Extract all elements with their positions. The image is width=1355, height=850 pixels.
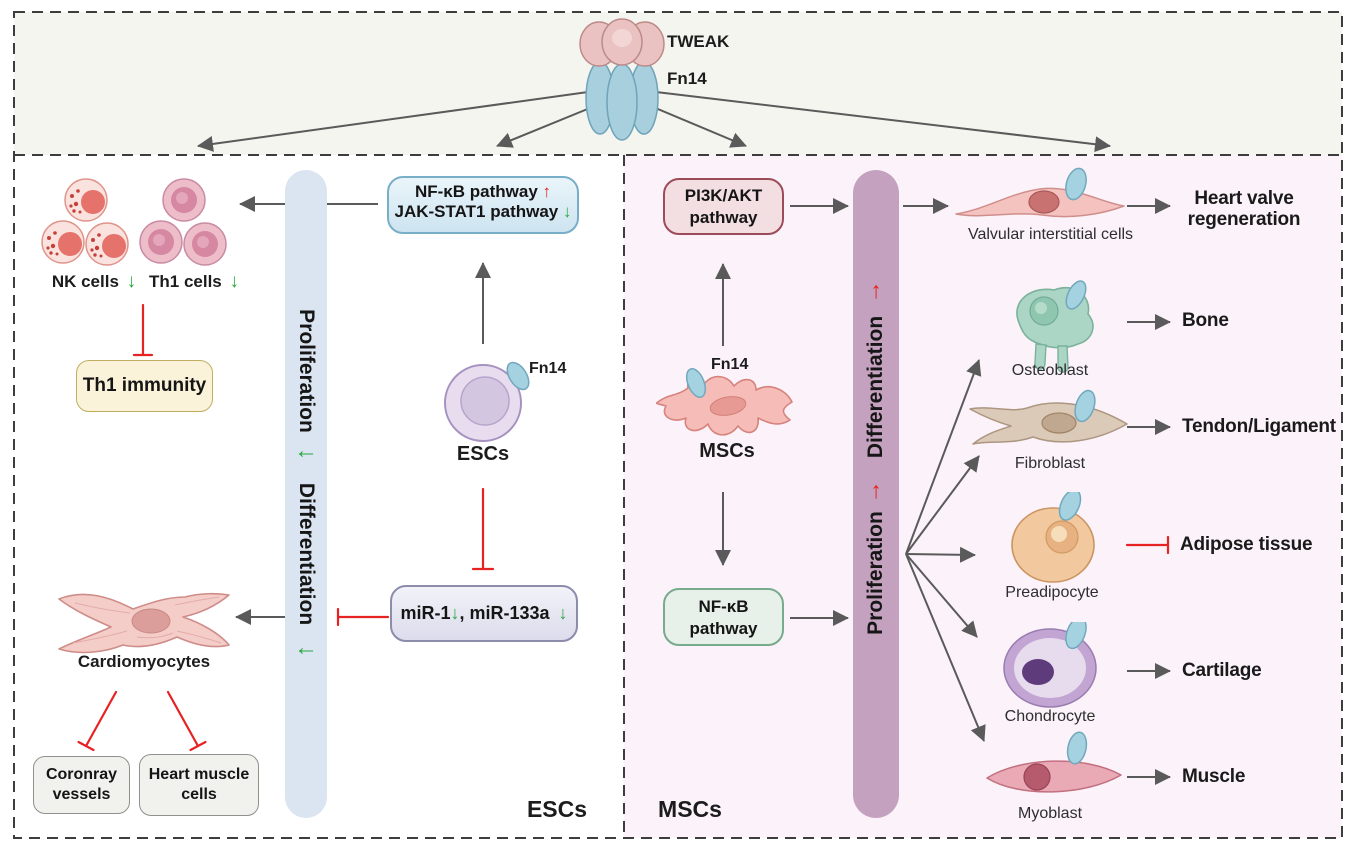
- coronary-vessels-box: Coronray vessels: [33, 756, 130, 814]
- fibroblast-label: Fibroblast: [1014, 455, 1086, 472]
- myoblast-icon: [986, 731, 1122, 793]
- heart-muscle-line1: Heart muscle: [148, 766, 250, 783]
- tweak-label: TWEAK: [667, 32, 730, 51]
- osteoblast-icon: [1016, 280, 1094, 373]
- bone-label: Bone: [1182, 310, 1229, 331]
- mir133a-down-arrow-icon: ↓: [558, 603, 568, 623]
- fibroblast-icon: [969, 389, 1128, 445]
- nk-cells-label: NK cells ↓: [36, 271, 152, 293]
- esc-bar-proliferation-down-arrow-icon: ←: [294, 437, 318, 464]
- cardiomyocytes-label: Cardiomyocytes: [77, 652, 211, 671]
- nfkb-jakstat1-pathway-box: NF-κB pathway ↑ JAK-STAT1 pathway ↓: [387, 176, 579, 234]
- msc-bar-differentiation-up-arrow-icon: ↑: [870, 277, 882, 303]
- heart-valve-regeneration-label: Heart valve regeneration: [1180, 188, 1308, 230]
- msc-cell-label: MSCs: [699, 440, 755, 462]
- mir-box: miR-1↓, miR-133a ↓: [390, 585, 578, 642]
- th1-cells-icon: [139, 178, 227, 266]
- esc-bar-differentiation-label: Differentiation: [295, 482, 318, 626]
- cardiomyocyte-icon: [58, 592, 230, 654]
- pi3k-akt-pathway-box: PI3K/AKT pathway: [663, 178, 784, 235]
- chondrocyte-label: Chondrocyte: [1004, 708, 1096, 725]
- valvular-interstitial-cells-label: Valvular interstitial cells: [967, 226, 1134, 243]
- heart-muscle-line2: cells: [181, 786, 217, 803]
- preadipocyte-label: Preadipocyte: [1005, 584, 1099, 601]
- msc-bar-differentiation-label: Differentiation: [864, 315, 887, 459]
- adipose-tissue-label: Adipose tissue: [1180, 534, 1313, 555]
- th1-immunity-box: Th1 immunity: [76, 360, 213, 412]
- cartilage-label: Cartilage: [1182, 660, 1262, 681]
- coronary-vessels-line1: Coronray: [45, 766, 118, 783]
- tendon-ligament-label: Tendon/Ligament: [1182, 416, 1336, 437]
- pi3k-line1: PI3K/AKT: [684, 186, 763, 205]
- th1-cells-label: Th1 cells ↓: [136, 271, 252, 293]
- jakstat1-pathway-text: JAK-STAT1 pathway: [394, 202, 559, 221]
- nfkb-up-arrow-icon: ↑: [542, 182, 552, 201]
- valvular-interstitial-cell-icon: [955, 167, 1125, 218]
- jakstat1-pathway-line: JAK-STAT1 pathway ↓: [389, 202, 577, 222]
- mir1-text: miR-1: [400, 603, 451, 623]
- nfkb-pathway-line: NF-κB pathway ↑: [389, 182, 577, 202]
- top-band-background: [14, 12, 1342, 155]
- heart-muscle-cells-box: Heart muscle cells: [139, 754, 259, 816]
- esc-bar-differentiation-down-arrow-icon: ←: [294, 634, 318, 661]
- nfkb-msc-line2: pathway: [689, 619, 758, 638]
- coronary-vessels-line2: vessels: [52, 786, 111, 803]
- chondrocyte-icon: [1003, 622, 1097, 708]
- fn14-receptor-label: Fn14: [667, 69, 707, 88]
- mir133a-text: , miR-133a: [459, 603, 550, 623]
- nk-cells-icon: [41, 178, 129, 266]
- esc-panel-label: ESCs: [526, 796, 588, 822]
- msc-cell-icon: [655, 368, 793, 436]
- th1-cells-text: Th1 cells: [149, 272, 222, 291]
- th1-down-arrow-icon: ↓: [229, 271, 240, 292]
- myoblast-label: Myoblast: [1017, 805, 1083, 822]
- nfkb-pathway-box: NF-κB pathway: [663, 588, 784, 646]
- tweak-fn14-receptor-icon: [579, 18, 665, 141]
- esc-proliferation-differentiation-bar: [285, 170, 327, 818]
- msc-bar-proliferation-up-arrow-icon: ↑: [870, 477, 882, 503]
- msc-fn14-label: Fn14: [711, 356, 749, 373]
- nfkb-pathway-text: NF-κB pathway: [414, 182, 538, 201]
- nfkb-msc-line1: NF-κB: [698, 597, 749, 616]
- esc-cell-icon: [444, 361, 530, 442]
- heart-valve-line1: Heart valve: [1194, 188, 1294, 209]
- jakstat1-down-arrow-icon: ↓: [562, 202, 572, 221]
- nk-cells-text: NK cells: [51, 272, 119, 291]
- mir1-down-arrow-icon: ↓: [450, 603, 460, 623]
- heart-valve-line2: regeneration: [1187, 209, 1301, 230]
- pi3k-line2: pathway: [689, 208, 758, 227]
- nk-down-arrow-icon: ↓: [126, 271, 137, 292]
- msc-differentiation-proliferation-bar: [853, 170, 899, 818]
- esc-fn14-label: Fn14: [529, 360, 567, 377]
- esc-cell-label: ESCs: [456, 443, 510, 465]
- muscle-label: Muscle: [1182, 766, 1246, 787]
- msc-panel-label: MSCs: [658, 796, 722, 822]
- osteoblast-label: Osteoblast: [1011, 362, 1089, 379]
- preadipocyte-icon: [1011, 492, 1095, 583]
